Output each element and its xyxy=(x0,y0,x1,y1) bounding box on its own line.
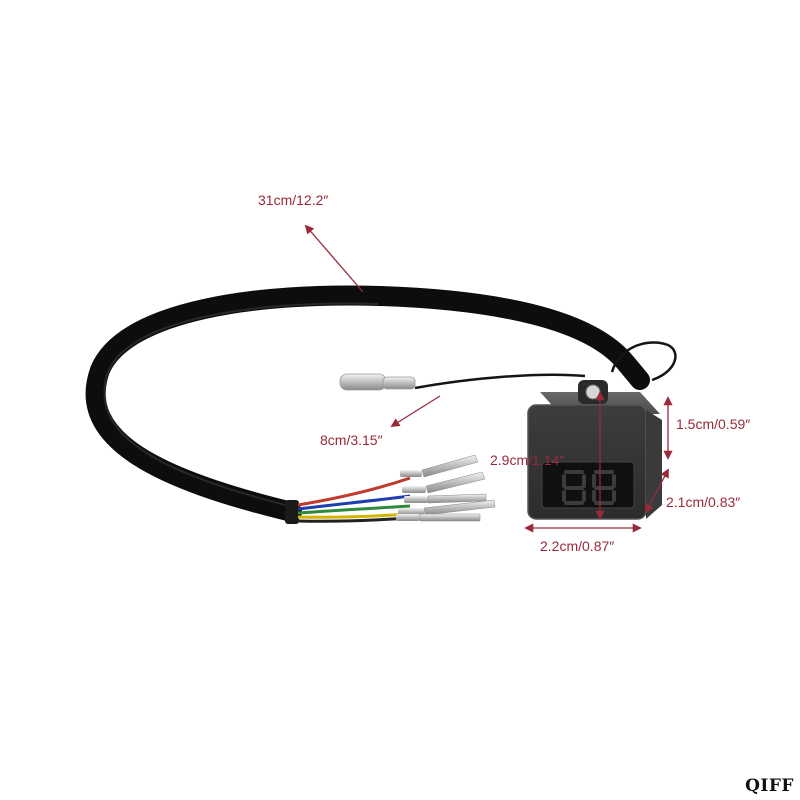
dim-cable-length: 31cm/12.2″ xyxy=(258,192,329,208)
wire-red xyxy=(297,476,411,507)
wire-yellow xyxy=(297,512,411,519)
arrow-depth-side xyxy=(645,468,669,514)
dim-lead-length: 8cm/3.15″ xyxy=(320,432,383,448)
gear-indicator-device xyxy=(527,380,662,520)
thin-lead-loop xyxy=(610,341,677,382)
dim-depth-top: 1.5cm/0.59″ xyxy=(676,416,751,432)
dim-height: 2.9cm/1.14″ xyxy=(490,452,565,468)
spade-terminals xyxy=(396,454,496,522)
arrow-cable-length xyxy=(304,224,364,293)
thin-lead xyxy=(414,373,586,390)
dim-depth-side: 2.1cm/0.83″ xyxy=(666,494,741,510)
dim-width: 2.2cm/0.87″ xyxy=(540,538,615,554)
cable-end xyxy=(285,500,299,524)
bullet-connector xyxy=(339,373,416,391)
wire-green xyxy=(297,504,411,515)
main-cable xyxy=(85,285,650,522)
cable-highlight xyxy=(103,302,379,506)
arrow-lead-length xyxy=(390,395,441,427)
wire-blue xyxy=(297,494,411,511)
brand-watermark: QIFF xyxy=(745,776,794,796)
